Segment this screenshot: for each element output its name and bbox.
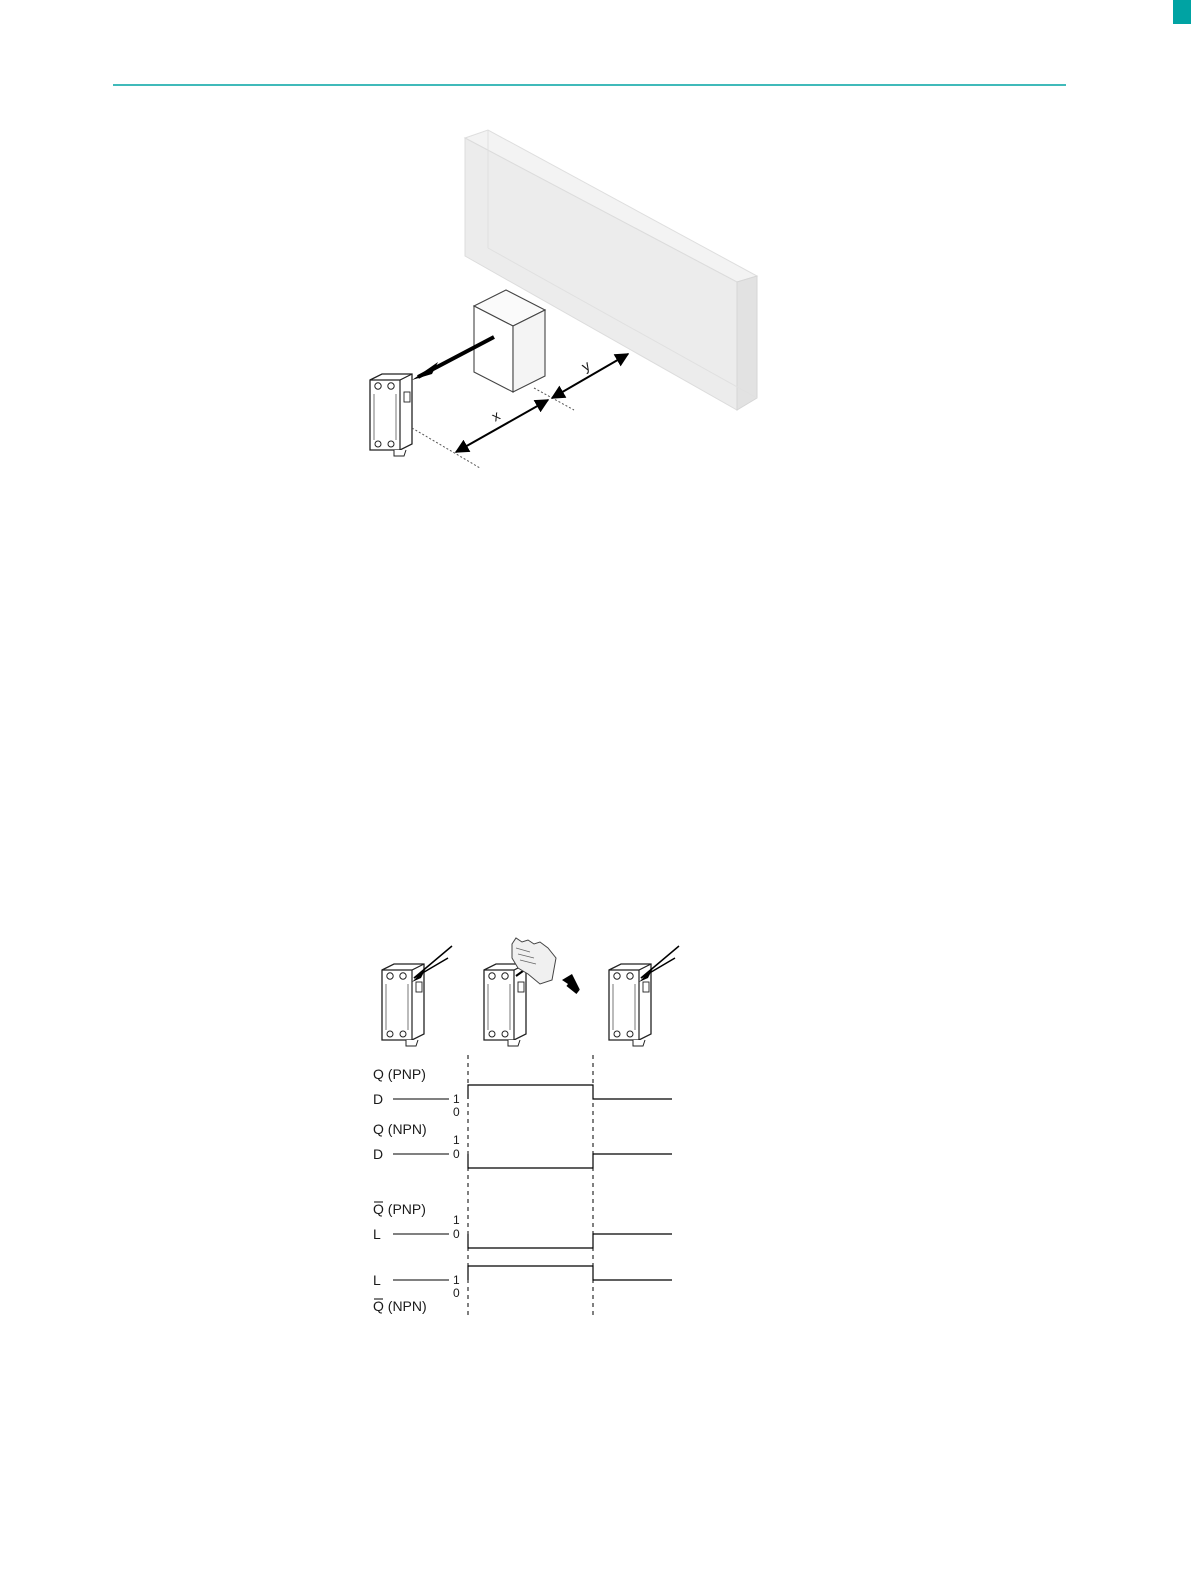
beam-arrowhead — [412, 362, 438, 380]
level-low: 0 — [453, 1286, 460, 1300]
distance-y-arrow — [552, 354, 628, 398]
sensor-state-2 — [484, 938, 580, 1046]
signal-qbar-npn-l: L 1 0 Q (NPN) — [373, 1266, 672, 1314]
level-high: 1 — [453, 1133, 460, 1147]
signal-name: Q (NPN) — [373, 1121, 427, 1137]
waveform — [468, 1154, 672, 1168]
distance-figure: x y — [370, 130, 757, 468]
signal-name: Q (NPN) — [373, 1298, 427, 1314]
signal-q-pnp-d: Q (PNP) D 1 0 — [373, 1066, 672, 1119]
distance-x-label: x — [489, 407, 503, 424]
timing-figure: Q (PNP) D 1 0 Q (NPN) 1 D 0 Q (PNP) 1 L … — [373, 938, 679, 1316]
sensor-device — [370, 374, 412, 456]
object-reference-line — [534, 388, 574, 410]
distance-y-label: y — [579, 357, 593, 374]
signal-name: Q (PNP) — [373, 1201, 426, 1217]
level-low: 0 — [453, 1147, 460, 1161]
level-low: 0 — [453, 1227, 460, 1241]
signal-line-label: D — [373, 1146, 383, 1162]
signal-name: Q (PNP) — [373, 1066, 426, 1082]
level-low: 0 — [453, 1105, 460, 1119]
sensor-state-1 — [382, 946, 452, 1046]
signal-qbar-pnp-l: Q (PNP) 1 L 0 — [373, 1201, 672, 1248]
waveform — [468, 1266, 672, 1280]
waveform — [468, 1234, 672, 1248]
waveform — [468, 1085, 672, 1099]
sensor-reference-line — [412, 428, 480, 468]
page-tab — [1173, 0, 1191, 24]
signal-line-label: D — [373, 1091, 383, 1107]
level-high: 1 — [453, 1273, 460, 1287]
signal-line-label: L — [373, 1226, 381, 1242]
sensor-state-3 — [609, 946, 679, 1046]
signal-line-label: L — [373, 1272, 381, 1288]
signal-q-npn-d: Q (NPN) 1 D 0 — [373, 1121, 672, 1168]
level-high: 1 — [453, 1213, 460, 1227]
distance-x-arrow — [456, 400, 548, 452]
level-high: 1 — [453, 1092, 460, 1106]
